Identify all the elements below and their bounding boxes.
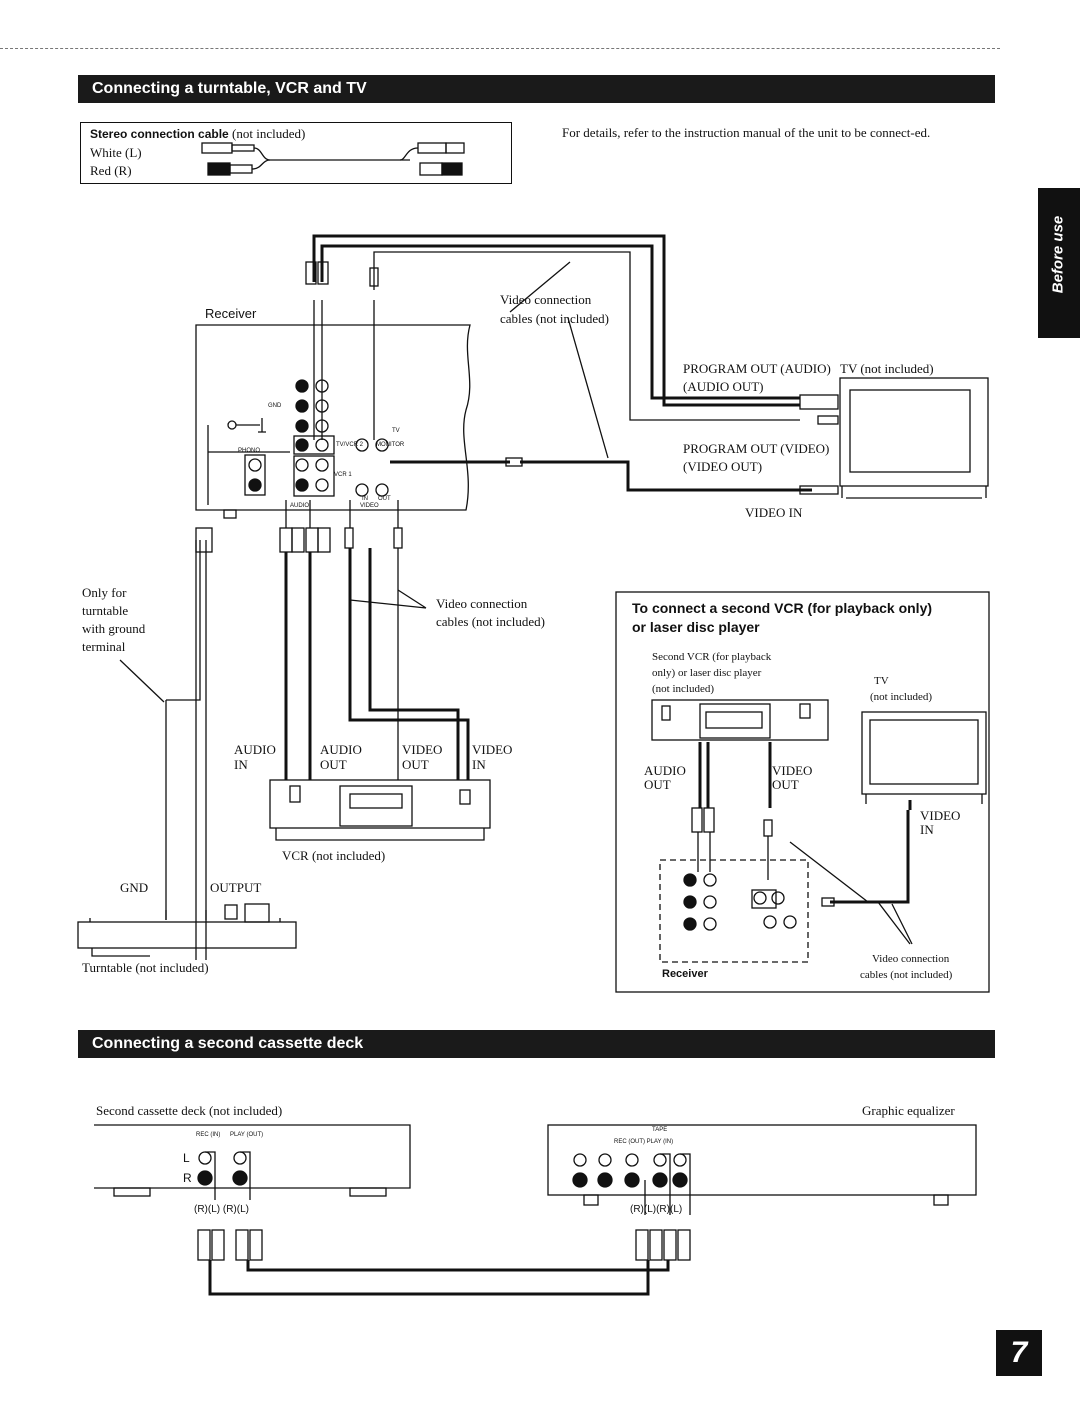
r-label: R: [183, 1171, 192, 1185]
l-label: L: [183, 1151, 190, 1165]
rec-out-play-in-label: REC (OUT) PLAY (IN): [614, 1139, 674, 1145]
section-title-second-cassette-deck: Connecting a second cassette deck: [78, 1030, 995, 1058]
video-cables-mid-label-2: cables (not included): [436, 614, 546, 629]
output-label: OUTPUT: [210, 880, 262, 895]
play-out-label: PLAY (OUT): [230, 1132, 264, 1138]
video-cables-top-label-2: cables (not included): [500, 311, 610, 326]
vcr-audio-out-label-2: OUT: [320, 757, 347, 772]
in-small-label: IN: [362, 496, 368, 502]
tv-vcr2-label: TV/VCR 2: [336, 442, 364, 448]
vcr-audio-in-label-2: IN: [234, 757, 248, 772]
inset-audio-out-label-1: AUDIO: [644, 763, 686, 778]
gnd-label: GND: [120, 880, 149, 895]
cable-legend-title-bold: Stereo connection cable: [90, 127, 229, 141]
video-in-label: VIDEO IN: [745, 505, 803, 520]
inset-second-vcr-label-3: (not included): [652, 683, 715, 695]
graphic-eq-label: Graphic equalizer: [862, 1103, 955, 1118]
receiver-label: Receiver: [205, 306, 257, 321]
only-for-label-1: Only for: [82, 585, 127, 600]
inset-cables-label-1: Video connection: [872, 953, 950, 965]
cable-white-label: White (L): [90, 145, 142, 160]
audio-out-label: (AUDIO OUT): [683, 379, 764, 394]
vcr-video-out-label-2: OUT: [402, 757, 429, 772]
second-deck-label: Second cassette deck (not included): [96, 1103, 283, 1118]
side-tab: Before use: [1038, 188, 1080, 338]
phono-label: PHONO: [238, 448, 261, 454]
tv-small-label: TV: [392, 428, 400, 434]
video-small-label: VIDEO: [360, 503, 379, 509]
vcr-video-in-label-2: IN: [472, 757, 486, 772]
details-note: For details, refer to the instruction ma…: [562, 125, 931, 140]
out-small-label: OUT: [378, 496, 391, 502]
rec-in-label: REC (IN): [196, 1132, 221, 1138]
inset-video-out-label-2: OUT: [772, 777, 799, 792]
inset-video-out-label-1: VIDEO: [772, 763, 813, 778]
vcr-not-included-label: VCR (not included): [282, 848, 386, 863]
only-for-label-2: turntable: [82, 603, 129, 618]
video-cables-top-label-1: Video connection: [500, 292, 592, 307]
only-for-label-3: with ground: [82, 621, 146, 636]
inset-second-vcr-label-2: only) or laser disc player: [652, 667, 762, 679]
section-title-turntable-vcr-tv: Connecting a turntable, VCR and TV: [78, 75, 995, 103]
top-dashed-rule: [0, 48, 1000, 49]
inset-receiver-label: Receiver: [662, 968, 708, 980]
program-out-audio-label: PROGRAM OUT (AUDIO): [683, 361, 831, 376]
page-number-text: 7: [1010, 1336, 1028, 1369]
vcr1-label: VCR 1: [334, 472, 352, 478]
inset-video-in-label-2: IN: [920, 822, 934, 837]
tape-label: TAPE: [652, 1127, 668, 1133]
gnd-small-label: GND: [268, 403, 282, 409]
monitor-label: MONITOR: [376, 442, 405, 448]
tv-not-included-label: TV (not included): [840, 361, 934, 376]
rl-right-label: (R)(L)(R)(L): [630, 1204, 683, 1215]
cable-legend-title: Stereo connection cable (not included): [90, 126, 305, 142]
inset-cables-label-2: cables (not included): [860, 969, 953, 981]
video-cables-mid-label-1: Video connection: [436, 596, 528, 611]
cable-red-label: Red (R): [90, 163, 132, 178]
vcr-audio-in-label-1: AUDIO: [234, 742, 276, 757]
inset-tv-note: (not included): [870, 691, 933, 703]
vcr-video-in-label-1: VIDEO: [472, 742, 513, 757]
inset-audio-out-label-2: OUT: [644, 777, 671, 792]
cable-legend: [80, 122, 512, 184]
inset-tv-label: TV: [874, 675, 889, 687]
inset-second-vcr-label-1: Second VCR (for playback: [652, 651, 772, 663]
only-for-label-4: terminal: [82, 639, 126, 654]
audio-small-label: AUDIO: [290, 503, 310, 509]
rl-left-label: (R)(L) (R)(L): [194, 1204, 249, 1215]
inset-video-in-label-1: VIDEO: [920, 808, 961, 823]
turntable-label: Turntable (not included): [82, 960, 209, 975]
vcr-video-out-label-1: VIDEO: [402, 742, 443, 757]
cable-legend-title-note: (not included): [232, 126, 306, 141]
inset-title-1: To connect a second VCR (for playback on…: [632, 600, 933, 616]
program-out-video-label: PROGRAM OUT (VIDEO): [683, 441, 830, 456]
page-number: 7: [996, 1330, 1042, 1376]
inset-title-2: or laser disc player: [632, 619, 760, 635]
vcr-audio-out-label-1: AUDIO: [320, 742, 362, 757]
video-out-label: (VIDEO OUT): [683, 459, 763, 474]
